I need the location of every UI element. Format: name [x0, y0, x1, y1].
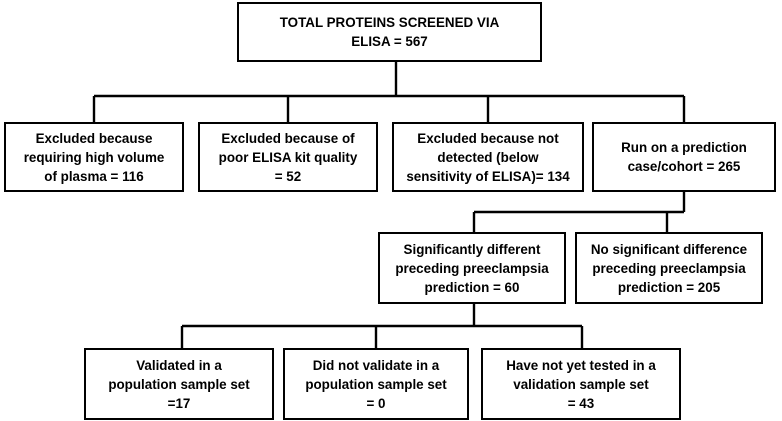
node-did-not-validate-label: Did not validate in a population sample … — [305, 357, 447, 411]
node-did-not-validate: Did not validate in a population sample … — [283, 348, 469, 420]
node-not-yet-tested: Have not yet tested in a validation samp… — [481, 348, 681, 420]
root-node-label: TOTAL PROTEINS SCREENED VIA ELISA = 567 — [279, 15, 500, 49]
node-excluded-high-volume: Excluded because requiring high volume o… — [4, 122, 184, 192]
node-excluded-kit-quality-label: Excluded because of poor ELISA kit quali… — [218, 130, 358, 184]
node-run-prediction-label: Run on a prediction case/cohort = 265 — [621, 140, 747, 174]
node-no-significant-difference: No significant difference preceding pree… — [575, 232, 763, 304]
node-run-prediction: Run on a prediction case/cohort = 265 — [592, 122, 776, 192]
node-excluded-not-detected: Excluded because not detected (below sen… — [392, 122, 584, 192]
node-not-yet-tested-label: Have not yet tested in a validation samp… — [506, 357, 656, 411]
node-significantly-different: Significantly different preceding preecl… — [378, 232, 566, 304]
node-excluded-kit-quality: Excluded because of poor ELISA kit quali… — [198, 122, 378, 192]
root-node-total-proteins: TOTAL PROTEINS SCREENED VIA ELISA = 567 — [237, 2, 542, 62]
node-excluded-not-detected-label: Excluded because not detected (below sen… — [406, 130, 570, 184]
node-no-significant-difference-label: No significant difference preceding pree… — [590, 241, 748, 295]
node-excluded-high-volume-label: Excluded because requiring high volume o… — [23, 130, 165, 184]
node-validated-label: Validated in a population sample set =17 — [108, 357, 250, 411]
node-significantly-different-label: Significantly different preceding preecl… — [395, 241, 549, 295]
node-validated: Validated in a population sample set =17 — [84, 348, 274, 420]
